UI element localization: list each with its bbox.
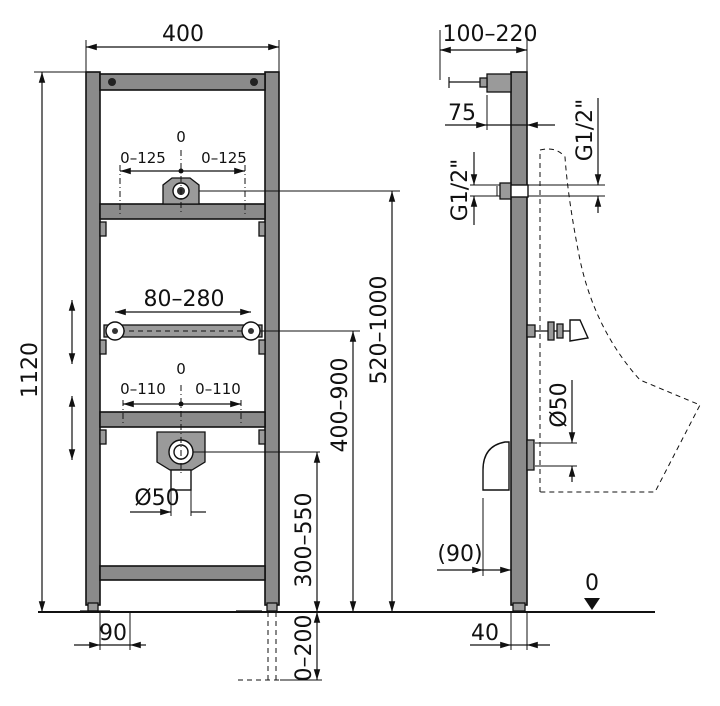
- dim-bar-spacing: 80–280: [144, 287, 225, 312]
- floor-level-marker-icon: [584, 598, 600, 610]
- dim-depth: 100–220: [443, 22, 538, 47]
- side-view-frame: [448, 71, 590, 612]
- dim-top-left-offset: 0–125: [120, 149, 166, 167]
- dim-elbow-depth: (90): [437, 542, 482, 567]
- dim-top-right-offset: 0–125: [201, 149, 247, 167]
- dim-offset: 75: [448, 101, 476, 126]
- dim-total-height: 1120: [18, 342, 43, 398]
- floor-level-label: 0: [585, 571, 599, 596]
- dim-lower-right-offset: 0–110: [195, 380, 241, 398]
- dim-side-drain-diameter: Ø50: [547, 382, 572, 427]
- dim-lower-left-offset: 0–110: [120, 380, 166, 398]
- dim-foot-adjust: 0–200: [292, 615, 317, 682]
- adjustable-cross-bar: [103, 321, 360, 341]
- dim-lower-center: 0: [176, 360, 186, 378]
- dim-drain-diameter: Ø50: [134, 486, 179, 511]
- dim-post-width: 40: [471, 621, 499, 646]
- dim-width: 400: [162, 22, 204, 47]
- dim-drain-height: 300–550: [292, 493, 317, 588]
- urinal-outline: [539, 148, 701, 493]
- dim-top-center: 0: [176, 128, 186, 146]
- front-view-frame: [80, 71, 280, 681]
- water-inlet-fitting: [162, 177, 400, 205]
- dim-thread-right: G1/2": [573, 99, 598, 162]
- drain-fitting: [156, 431, 320, 491]
- dim-thread-left: G1/2": [448, 159, 473, 222]
- dim-bar-height: 400–900: [328, 358, 353, 453]
- dim-foot-width: 90: [99, 621, 127, 646]
- dim-inlet-height: 520–1000: [367, 276, 392, 385]
